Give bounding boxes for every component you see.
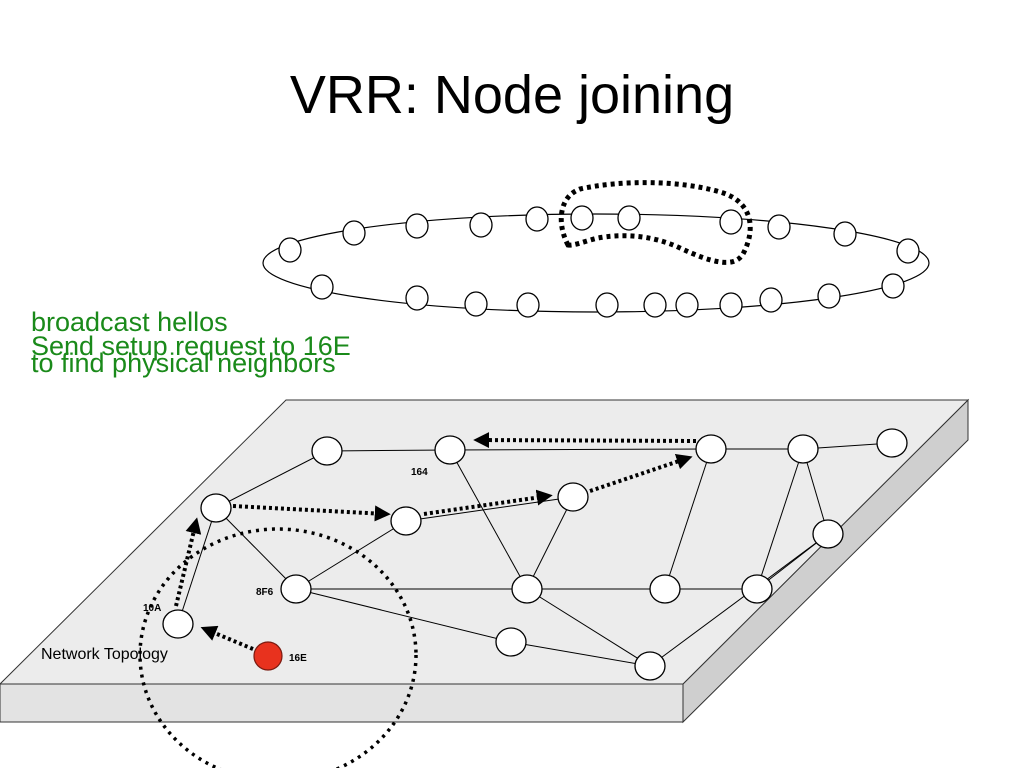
virtual-ring bbox=[262, 180, 930, 318]
ring-node bbox=[833, 221, 857, 247]
ring-node bbox=[278, 237, 302, 263]
ring-node bbox=[469, 212, 493, 238]
ring-node bbox=[342, 220, 366, 246]
topology-node bbox=[311, 436, 343, 466]
ring-node bbox=[464, 291, 488, 317]
topology-node bbox=[649, 574, 681, 604]
slide-title: VRR: Node joining bbox=[289, 65, 735, 125]
ring-node bbox=[643, 292, 667, 318]
arrow-to-164 bbox=[473, 432, 697, 449]
topology-node bbox=[812, 519, 844, 549]
topology-nodes bbox=[162, 428, 908, 681]
network-topology-label: Network Topology bbox=[41, 646, 168, 663]
ring-node bbox=[525, 206, 549, 232]
ring-node bbox=[617, 205, 641, 231]
node-label-10A: 10A bbox=[143, 603, 161, 614]
ring-node bbox=[570, 205, 594, 231]
plane-top bbox=[0, 399, 970, 685]
topology-node-8F6 bbox=[280, 574, 312, 604]
topology-node bbox=[695, 434, 727, 464]
ring-node bbox=[759, 287, 783, 313]
arrow-10A-up bbox=[174, 517, 202, 607]
topology-node bbox=[634, 651, 666, 681]
arrow-to-right-node bbox=[423, 489, 553, 516]
topology-node bbox=[787, 434, 819, 464]
ring-node bbox=[310, 274, 334, 300]
topology-plane bbox=[0, 398, 970, 724]
ring-node bbox=[896, 238, 920, 264]
joining-node-16E bbox=[253, 641, 283, 671]
ring-highlight-outline bbox=[558, 180, 753, 265]
ring-node bbox=[719, 292, 743, 318]
setup-request-path bbox=[174, 432, 697, 651]
annotation-find-neighbors: to find physical neighbors bbox=[31, 348, 336, 378]
annotation-send-setup-request: Send setup request to 16E bbox=[31, 331, 351, 361]
topology-node bbox=[511, 574, 543, 604]
ring-node bbox=[675, 292, 699, 318]
topology-node bbox=[390, 506, 422, 536]
node-label-8F6: 8F6 bbox=[256, 587, 274, 598]
topology-node bbox=[741, 574, 773, 604]
ring-node bbox=[405, 285, 429, 311]
ring-node bbox=[405, 213, 429, 239]
node-label-164: 164 bbox=[411, 467, 428, 478]
ring-node bbox=[719, 209, 743, 235]
topology-node-10A bbox=[162, 609, 194, 639]
ring-node bbox=[817, 283, 841, 309]
ring-node bbox=[767, 214, 791, 240]
plane-side-front bbox=[0, 683, 684, 723]
broadcast-range-circle bbox=[138, 527, 418, 768]
annotation-broadcast-hellos: broadcast hellos bbox=[31, 307, 228, 337]
ring-node bbox=[595, 292, 619, 318]
ring-node bbox=[881, 273, 905, 299]
topology-node bbox=[200, 493, 232, 523]
arrow-to-upper-right bbox=[589, 453, 693, 493]
topology-node bbox=[557, 482, 589, 512]
node-label-16E: 16E bbox=[289, 653, 307, 664]
ring-ellipse bbox=[262, 213, 930, 313]
topology-node bbox=[876, 428, 908, 458]
ring-node bbox=[516, 292, 540, 318]
arrow-16E-to-10A bbox=[200, 625, 254, 651]
topology-node-164 bbox=[434, 435, 466, 465]
topology-node bbox=[495, 627, 527, 657]
arrow-to-middle-node bbox=[232, 504, 391, 522]
